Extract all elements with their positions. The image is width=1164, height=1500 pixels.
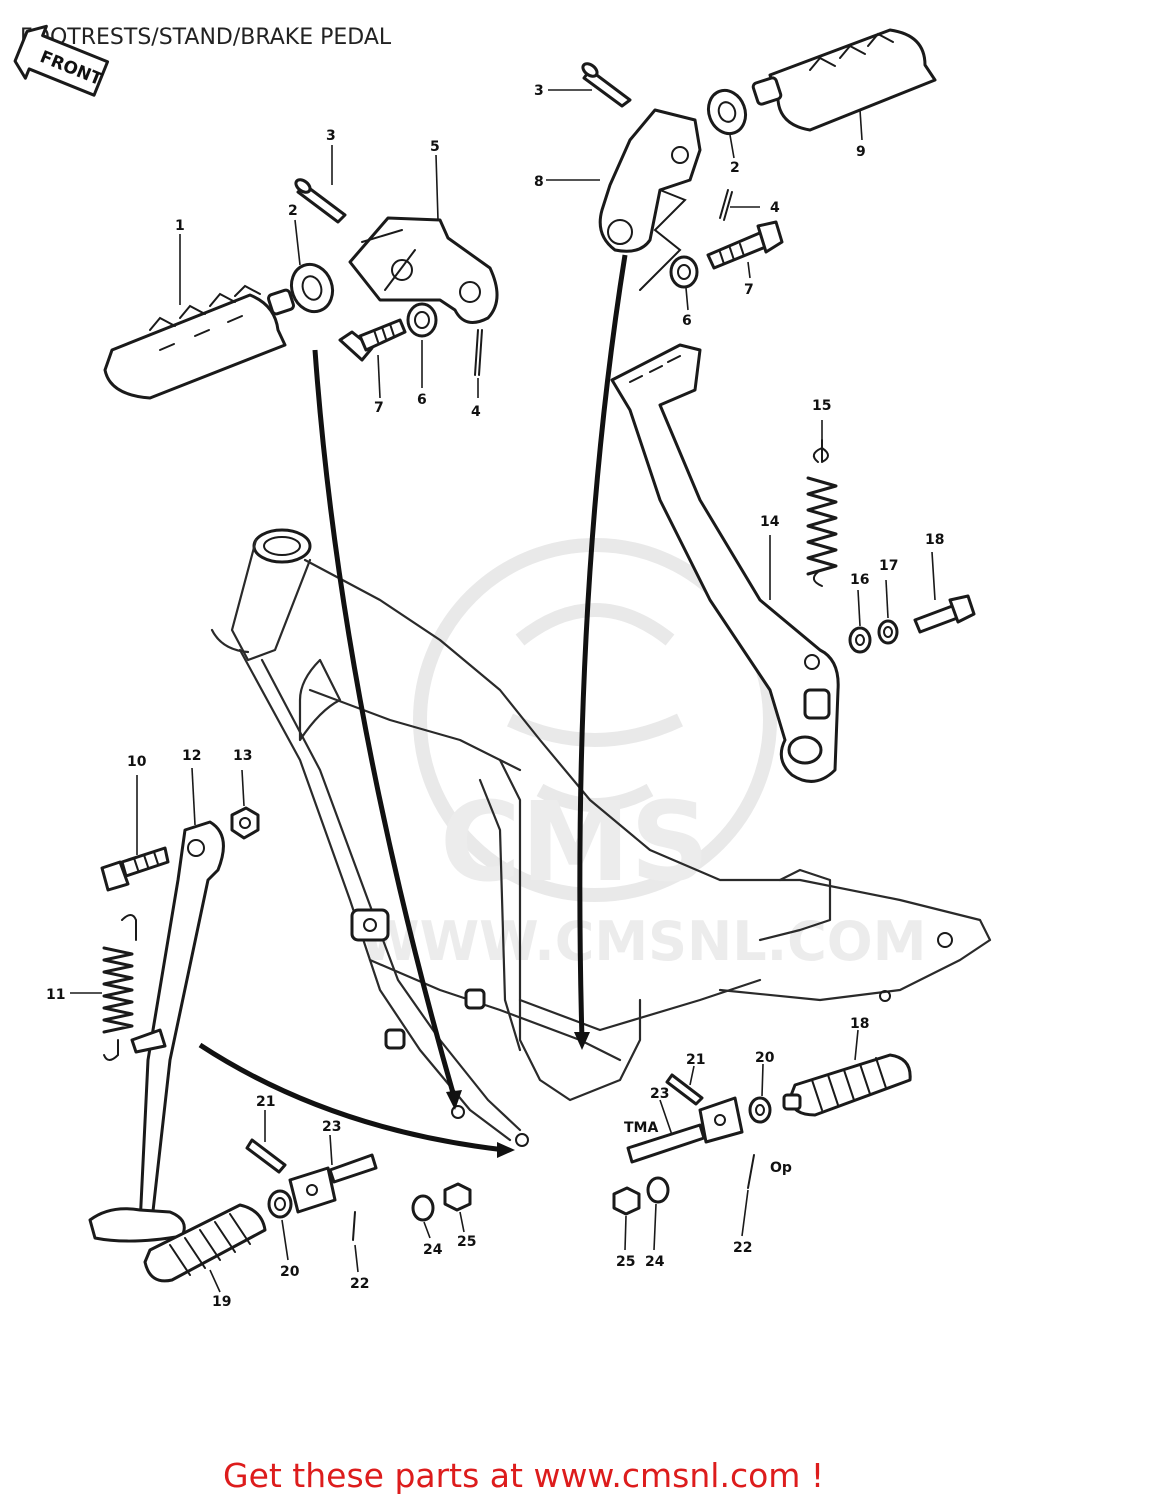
callout-label: 19 xyxy=(212,1294,231,1310)
bolt-part-18 xyxy=(913,594,976,634)
bolt-part-10 xyxy=(100,846,170,892)
callout-numbers: 1 2 3 5 4 6 7 2 3 8 9 4 7 6 15 14 16 17 … xyxy=(46,83,944,1310)
callout-label: 7 xyxy=(374,400,384,416)
callout-label: 2 xyxy=(288,203,298,219)
callout-label: 2 xyxy=(730,160,740,176)
spring-part-15 xyxy=(806,439,838,587)
pin-part-3-right xyxy=(581,62,632,108)
side-stand-part-12 xyxy=(88,820,225,1243)
nut-part-25-right xyxy=(612,1186,641,1216)
callout-label: 5 xyxy=(430,139,440,155)
callout-label: 17 xyxy=(879,558,898,574)
bracket-part-23-right xyxy=(626,1096,744,1164)
callout-label: 25 xyxy=(616,1254,635,1270)
callout-label: 7 xyxy=(744,282,754,298)
callout-label: 20 xyxy=(755,1050,775,1066)
watermark-brand: CMS xyxy=(440,778,709,906)
cotter-pin-part-4-right xyxy=(719,189,733,221)
callout-label: 3 xyxy=(534,83,544,99)
callout-label: 6 xyxy=(417,392,427,408)
callout-label: 1 xyxy=(175,218,185,234)
assembly-arrows xyxy=(198,254,628,1158)
callout-label: 11 xyxy=(46,987,65,1003)
collar-part-6-right xyxy=(669,255,699,289)
cotter-pin-part-22-left xyxy=(352,1211,356,1241)
washer-part-20-right xyxy=(748,1096,772,1124)
passenger-footrest-rubber-right xyxy=(782,1053,912,1117)
collar-part-6-left xyxy=(406,302,438,338)
callout-label: 18 xyxy=(925,532,944,548)
page-title: FOOTRESTS/STAND/BRAKE PEDAL xyxy=(20,25,392,50)
stray-mark: ТМА xyxy=(624,1120,658,1136)
pin-part-3-left xyxy=(294,178,347,224)
washer-part-2-right xyxy=(706,88,748,136)
callout-label: 21 xyxy=(686,1052,705,1068)
callout-label: 15 xyxy=(812,398,831,414)
promo-link[interactable]: Get these parts at www.cmsnl.com ! xyxy=(223,1456,824,1495)
spring-part-11 xyxy=(102,914,137,1061)
brake-pedal-part-14 xyxy=(610,343,840,783)
bracket-part-23-left xyxy=(288,1153,378,1214)
stray-mark: Ор xyxy=(770,1160,792,1176)
callout-label: 25 xyxy=(457,1234,476,1250)
pin-part-21-left xyxy=(245,1138,287,1174)
bracket-part-5 xyxy=(348,216,499,324)
bolt-part-7-left xyxy=(338,318,407,362)
callout-label: 4 xyxy=(471,404,481,420)
callout-label: 14 xyxy=(760,514,780,530)
callout-label: 23 xyxy=(322,1119,341,1135)
callout-label: 12 xyxy=(182,748,201,764)
left-footrest-rubber xyxy=(103,284,296,400)
callout-label: 22 xyxy=(733,1240,752,1256)
callout-label: 13 xyxy=(233,748,252,764)
callout-label: 21 xyxy=(256,1094,275,1110)
washer-part-16 xyxy=(848,626,872,654)
bolt-part-7-right xyxy=(706,220,784,270)
pin-part-21-right xyxy=(665,1073,704,1106)
callout-label: 24 xyxy=(423,1242,443,1258)
callout-label: 10 xyxy=(127,754,147,770)
callout-label: 3 xyxy=(326,128,336,144)
watermark-url: WWW.CMSNL.COM xyxy=(360,910,926,973)
callout-label: 24 xyxy=(645,1254,665,1270)
callout-label: 18 xyxy=(850,1016,869,1032)
callout-label: 6 xyxy=(682,313,692,329)
washer-part-17 xyxy=(877,619,899,645)
washer-part-2-left xyxy=(289,262,335,314)
right-footrest-rubber xyxy=(751,28,937,132)
watermark: CMS WWW.CMSNL.COM xyxy=(360,538,926,973)
washer-part-20-left xyxy=(267,1189,293,1219)
callout-label: 9 xyxy=(856,144,866,160)
callout-leaders xyxy=(70,89,936,1293)
callout-label: 22 xyxy=(350,1276,369,1292)
callout-label: 8 xyxy=(534,174,544,190)
callout-label: 23 xyxy=(650,1086,669,1102)
cotter-pin-part-22-right xyxy=(747,1154,755,1189)
washer-part-24-right xyxy=(646,1176,670,1204)
callout-label: 4 xyxy=(770,200,780,216)
nut-part-25-left xyxy=(443,1182,472,1212)
bracket-part-8 xyxy=(598,108,702,291)
passenger-footrest-rubber-left xyxy=(143,1203,267,1283)
nut-part-13 xyxy=(230,806,260,840)
callout-label: 20 xyxy=(280,1264,300,1280)
washer-part-24-left xyxy=(411,1194,435,1222)
cotter-pin-part-4-left xyxy=(474,329,483,376)
callout-label: 16 xyxy=(850,572,869,588)
motorcycle-frame xyxy=(210,528,992,1147)
